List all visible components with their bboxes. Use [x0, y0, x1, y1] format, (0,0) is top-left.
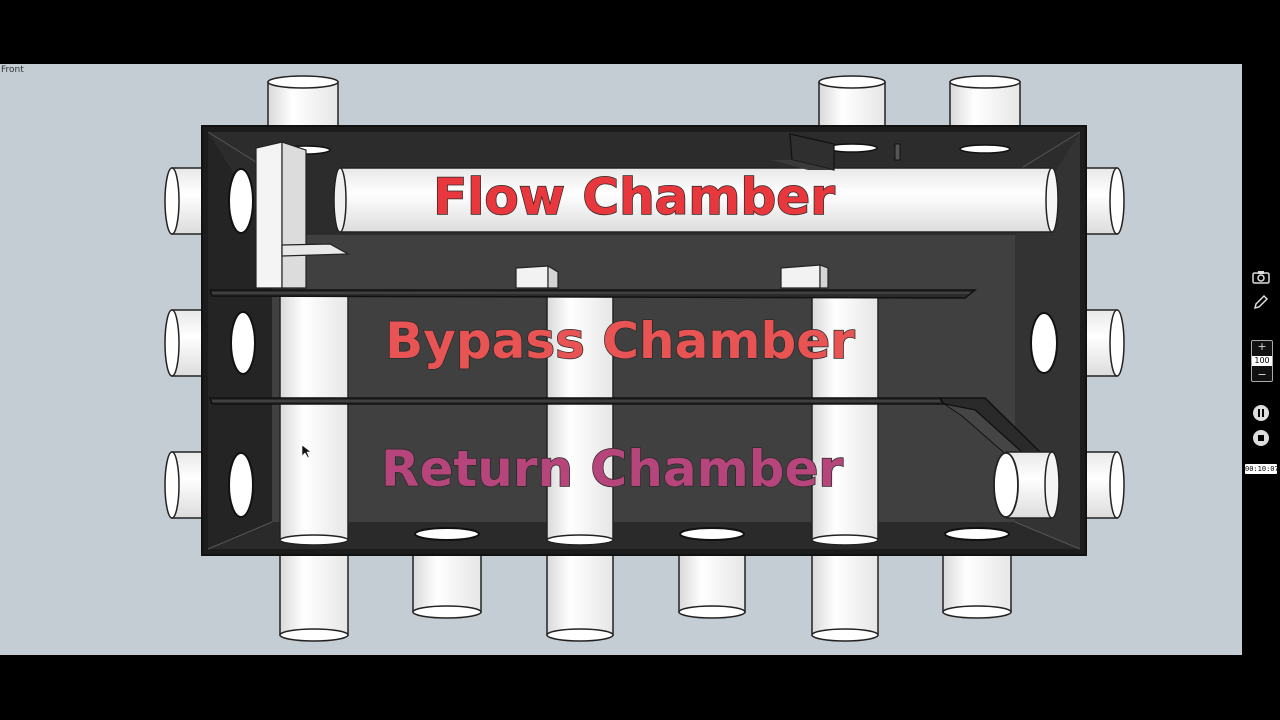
bypass-chamber-label: Bypass Chamber: [385, 312, 855, 370]
stop-icon[interactable]: [1250, 427, 1272, 449]
mouse-cursor: [301, 444, 312, 459]
flow-pipe: [333, 167, 1059, 233]
return-elbow-pipe: [993, 451, 1060, 519]
pause-icon[interactable]: [1250, 402, 1272, 424]
camera-icon[interactable]: [1250, 266, 1272, 288]
flow-chamber-label: Flow Chamber: [433, 168, 835, 226]
pen-icon[interactable]: [1250, 291, 1272, 313]
model-viewport[interactable]: Front: [0, 64, 1242, 655]
right-side-pipes: [1083, 167, 1125, 519]
zoom-in-button[interactable]: +: [1257, 340, 1267, 353]
recorder-toolbar: + 100 − 00:10:07: [1242, 64, 1280, 655]
return-chamber-label: Return Chamber: [381, 440, 843, 498]
manifold-3d-model[interactable]: Flow Chamber Bypass Chamber Return Chamb…: [0, 64, 1242, 655]
top-fitting: [772, 133, 901, 171]
zoom-out-button[interactable]: −: [1257, 368, 1267, 381]
plate-blocks: [515, 264, 829, 289]
zoom-control: + 100 −: [1251, 340, 1273, 382]
left-side-pipes: [164, 167, 208, 519]
view-label: Front: [1, 65, 24, 75]
zoom-level: 100: [1252, 356, 1272, 366]
left-bracket: [255, 141, 351, 289]
recording-timer: 00:10:07: [1245, 464, 1279, 474]
